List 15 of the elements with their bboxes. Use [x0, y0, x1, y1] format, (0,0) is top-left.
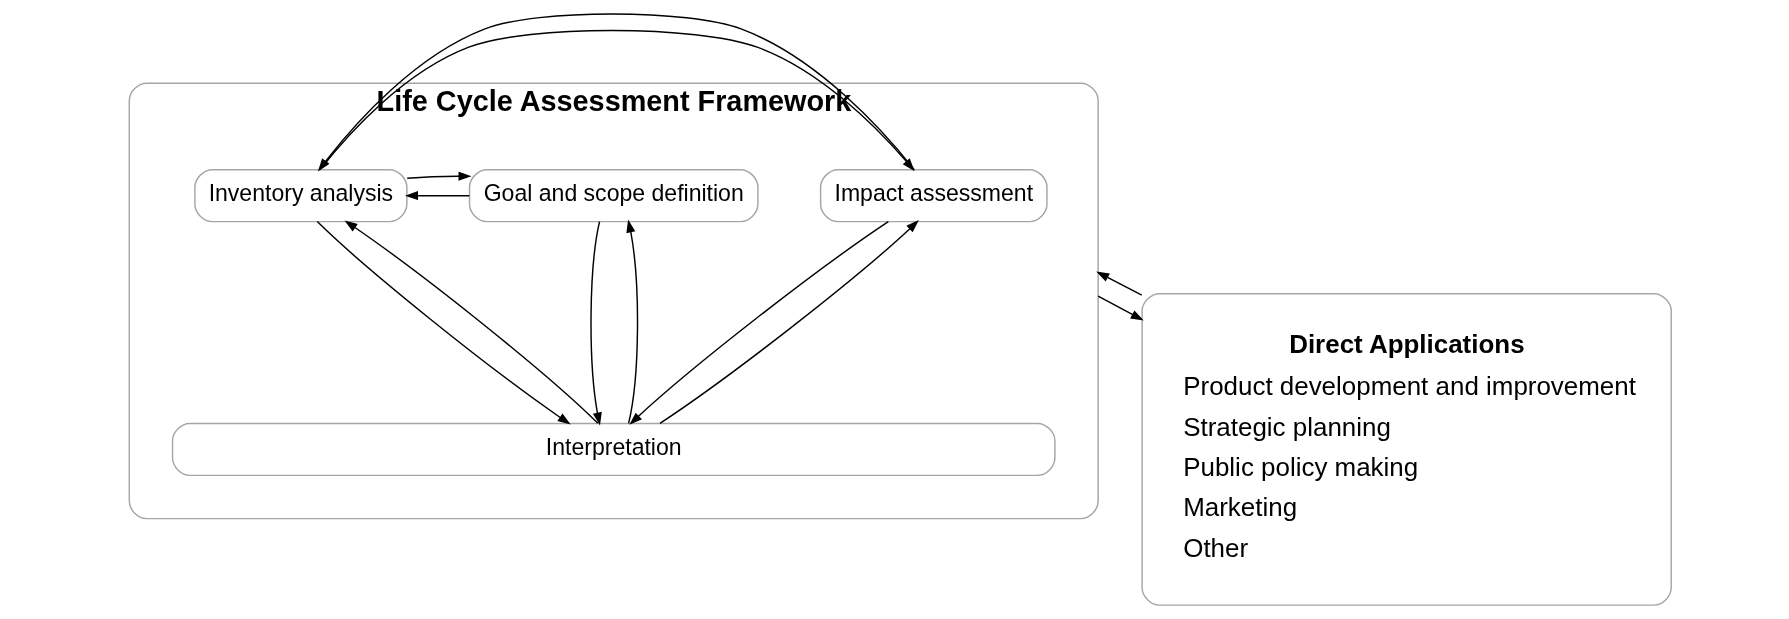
arrow — [590, 220, 602, 426]
arrow — [659, 220, 919, 425]
arrow — [406, 171, 472, 181]
node-box: Inventory analysis — [194, 169, 408, 223]
arrow — [629, 220, 890, 425]
arrow — [316, 220, 571, 425]
arrow — [1096, 271, 1143, 296]
node-box: Impact assessment — [819, 169, 1048, 223]
node-box: Goal and scope definition — [468, 169, 759, 223]
arrow — [1097, 295, 1144, 321]
arrow — [626, 219, 639, 425]
node-box: Interpretation — [171, 422, 1056, 477]
node-box: Direct Applications Product development and improvement Strategic planning Public policy making Marketing Other — [1141, 292, 1672, 606]
arrow — [405, 191, 471, 201]
arrow — [344, 220, 599, 425]
